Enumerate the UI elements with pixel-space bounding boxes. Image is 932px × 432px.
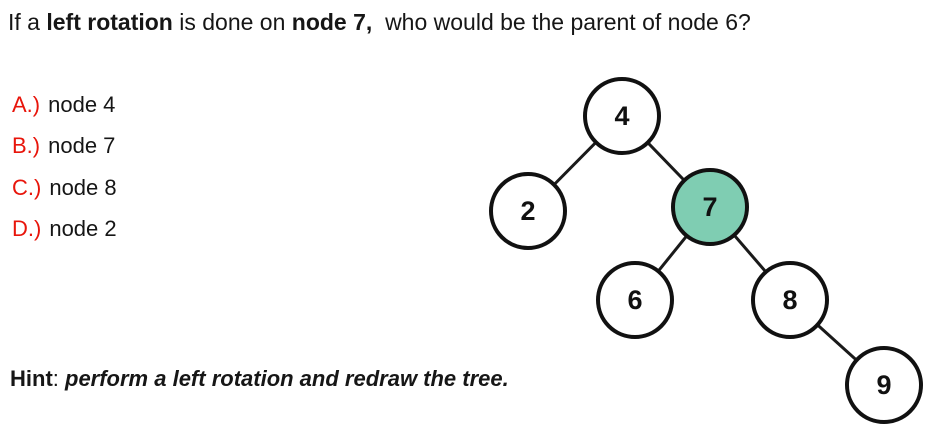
- option-b-label: node 7: [48, 133, 116, 159]
- node-value: 6: [627, 284, 643, 315]
- question-segment: who would be the parent of node 6?: [372, 9, 751, 35]
- node-value: 9: [876, 369, 892, 400]
- question-segment: is done on: [172, 9, 292, 35]
- option-d[interactable]: D.) node 2: [12, 209, 117, 251]
- tree-node-8: 8: [751, 261, 829, 339]
- option-b[interactable]: B.) node 7: [12, 126, 117, 168]
- node-value: 2: [520, 195, 536, 226]
- hint-separator: :: [52, 366, 65, 391]
- question-segment: If a: [8, 9, 47, 35]
- node-value: 7: [702, 191, 718, 222]
- question-bold-left-rotation: left rotation: [46, 9, 173, 35]
- hint: Hint: perform a left rotation and redraw…: [10, 366, 509, 392]
- tree-node-4: 4: [583, 77, 661, 155]
- node-value: 8: [782, 284, 798, 315]
- option-a-label: node 4: [48, 91, 116, 117]
- node-value: 4: [614, 100, 630, 131]
- option-a-letter: A.): [12, 91, 41, 117]
- question-text: If a left rotation is done on node 7, wh…: [8, 8, 751, 37]
- tree-node-7-highlighted: 7: [671, 168, 749, 246]
- hint-text: perform a left rotation and redraw the t…: [65, 366, 509, 391]
- hint-label: Hint: [10, 366, 53, 391]
- option-d-label: node 2: [49, 216, 117, 242]
- option-d-letter: D.): [12, 216, 42, 242]
- option-c-letter: C.): [12, 174, 42, 200]
- tree-node-2: 2: [489, 172, 567, 250]
- option-c-label: node 8: [49, 174, 117, 200]
- tree-node-9: 9: [845, 346, 923, 424]
- tree-node-6: 6: [596, 261, 674, 339]
- option-a[interactable]: A.) node 4: [12, 84, 117, 126]
- options-list: A.) node 4 B.) node 7 C.) node 8 D.) nod…: [12, 84, 117, 250]
- question-bold-node-7: node 7,: [291, 9, 373, 35]
- option-c[interactable]: C.) node 8: [12, 167, 117, 209]
- option-b-letter: B.): [12, 133, 41, 159]
